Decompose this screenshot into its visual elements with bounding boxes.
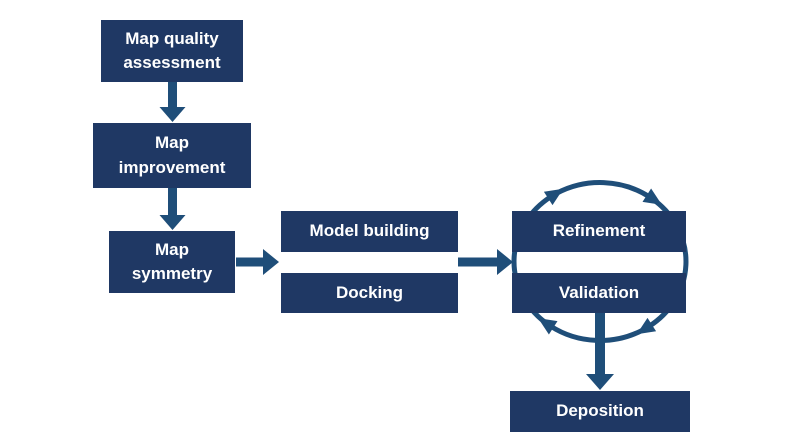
node-label: Refinement — [552, 221, 646, 241]
arrow-modelbuilding-to-refinement — [458, 249, 513, 275]
cycle-arrowhead-top-right-icon — [642, 188, 662, 205]
node-label: Deposition — [556, 401, 644, 421]
arrow-quality-to-improvement — [159, 82, 186, 122]
node-map-improvement: Map improvement — [93, 123, 251, 188]
node-refinement: Refinement — [512, 211, 686, 252]
arrow-symmetry-to-modelbuilding — [236, 249, 279, 275]
node-map-quality-assessment: Map quality assessment — [101, 20, 243, 82]
arrow-validation-to-deposition — [586, 313, 614, 390]
node-label: Map symmetry — [131, 239, 213, 283]
node-deposition: Deposition — [510, 391, 690, 432]
node-docking: Docking — [281, 273, 458, 313]
node-label: Docking — [335, 282, 404, 302]
node-label: Map improvement — [118, 133, 226, 177]
cycle-arrowhead-bottom-right-icon — [636, 317, 657, 335]
node-label: Map quality assessment — [123, 28, 221, 72]
cycle-arrowhead-top-left-icon — [543, 188, 564, 206]
node-validation: Validation — [512, 273, 686, 313]
node-model-building: Model building — [281, 211, 458, 252]
arrow-improvement-to-symmetry — [159, 188, 186, 230]
cycle-arrowhead-bottom-left-icon — [538, 318, 558, 335]
node-label: Model building — [309, 221, 430, 241]
cycle-arc-top — [555, 180, 651, 199]
node-label: Validation — [558, 282, 640, 302]
node-map-symmetry: Map symmetry — [109, 231, 235, 293]
